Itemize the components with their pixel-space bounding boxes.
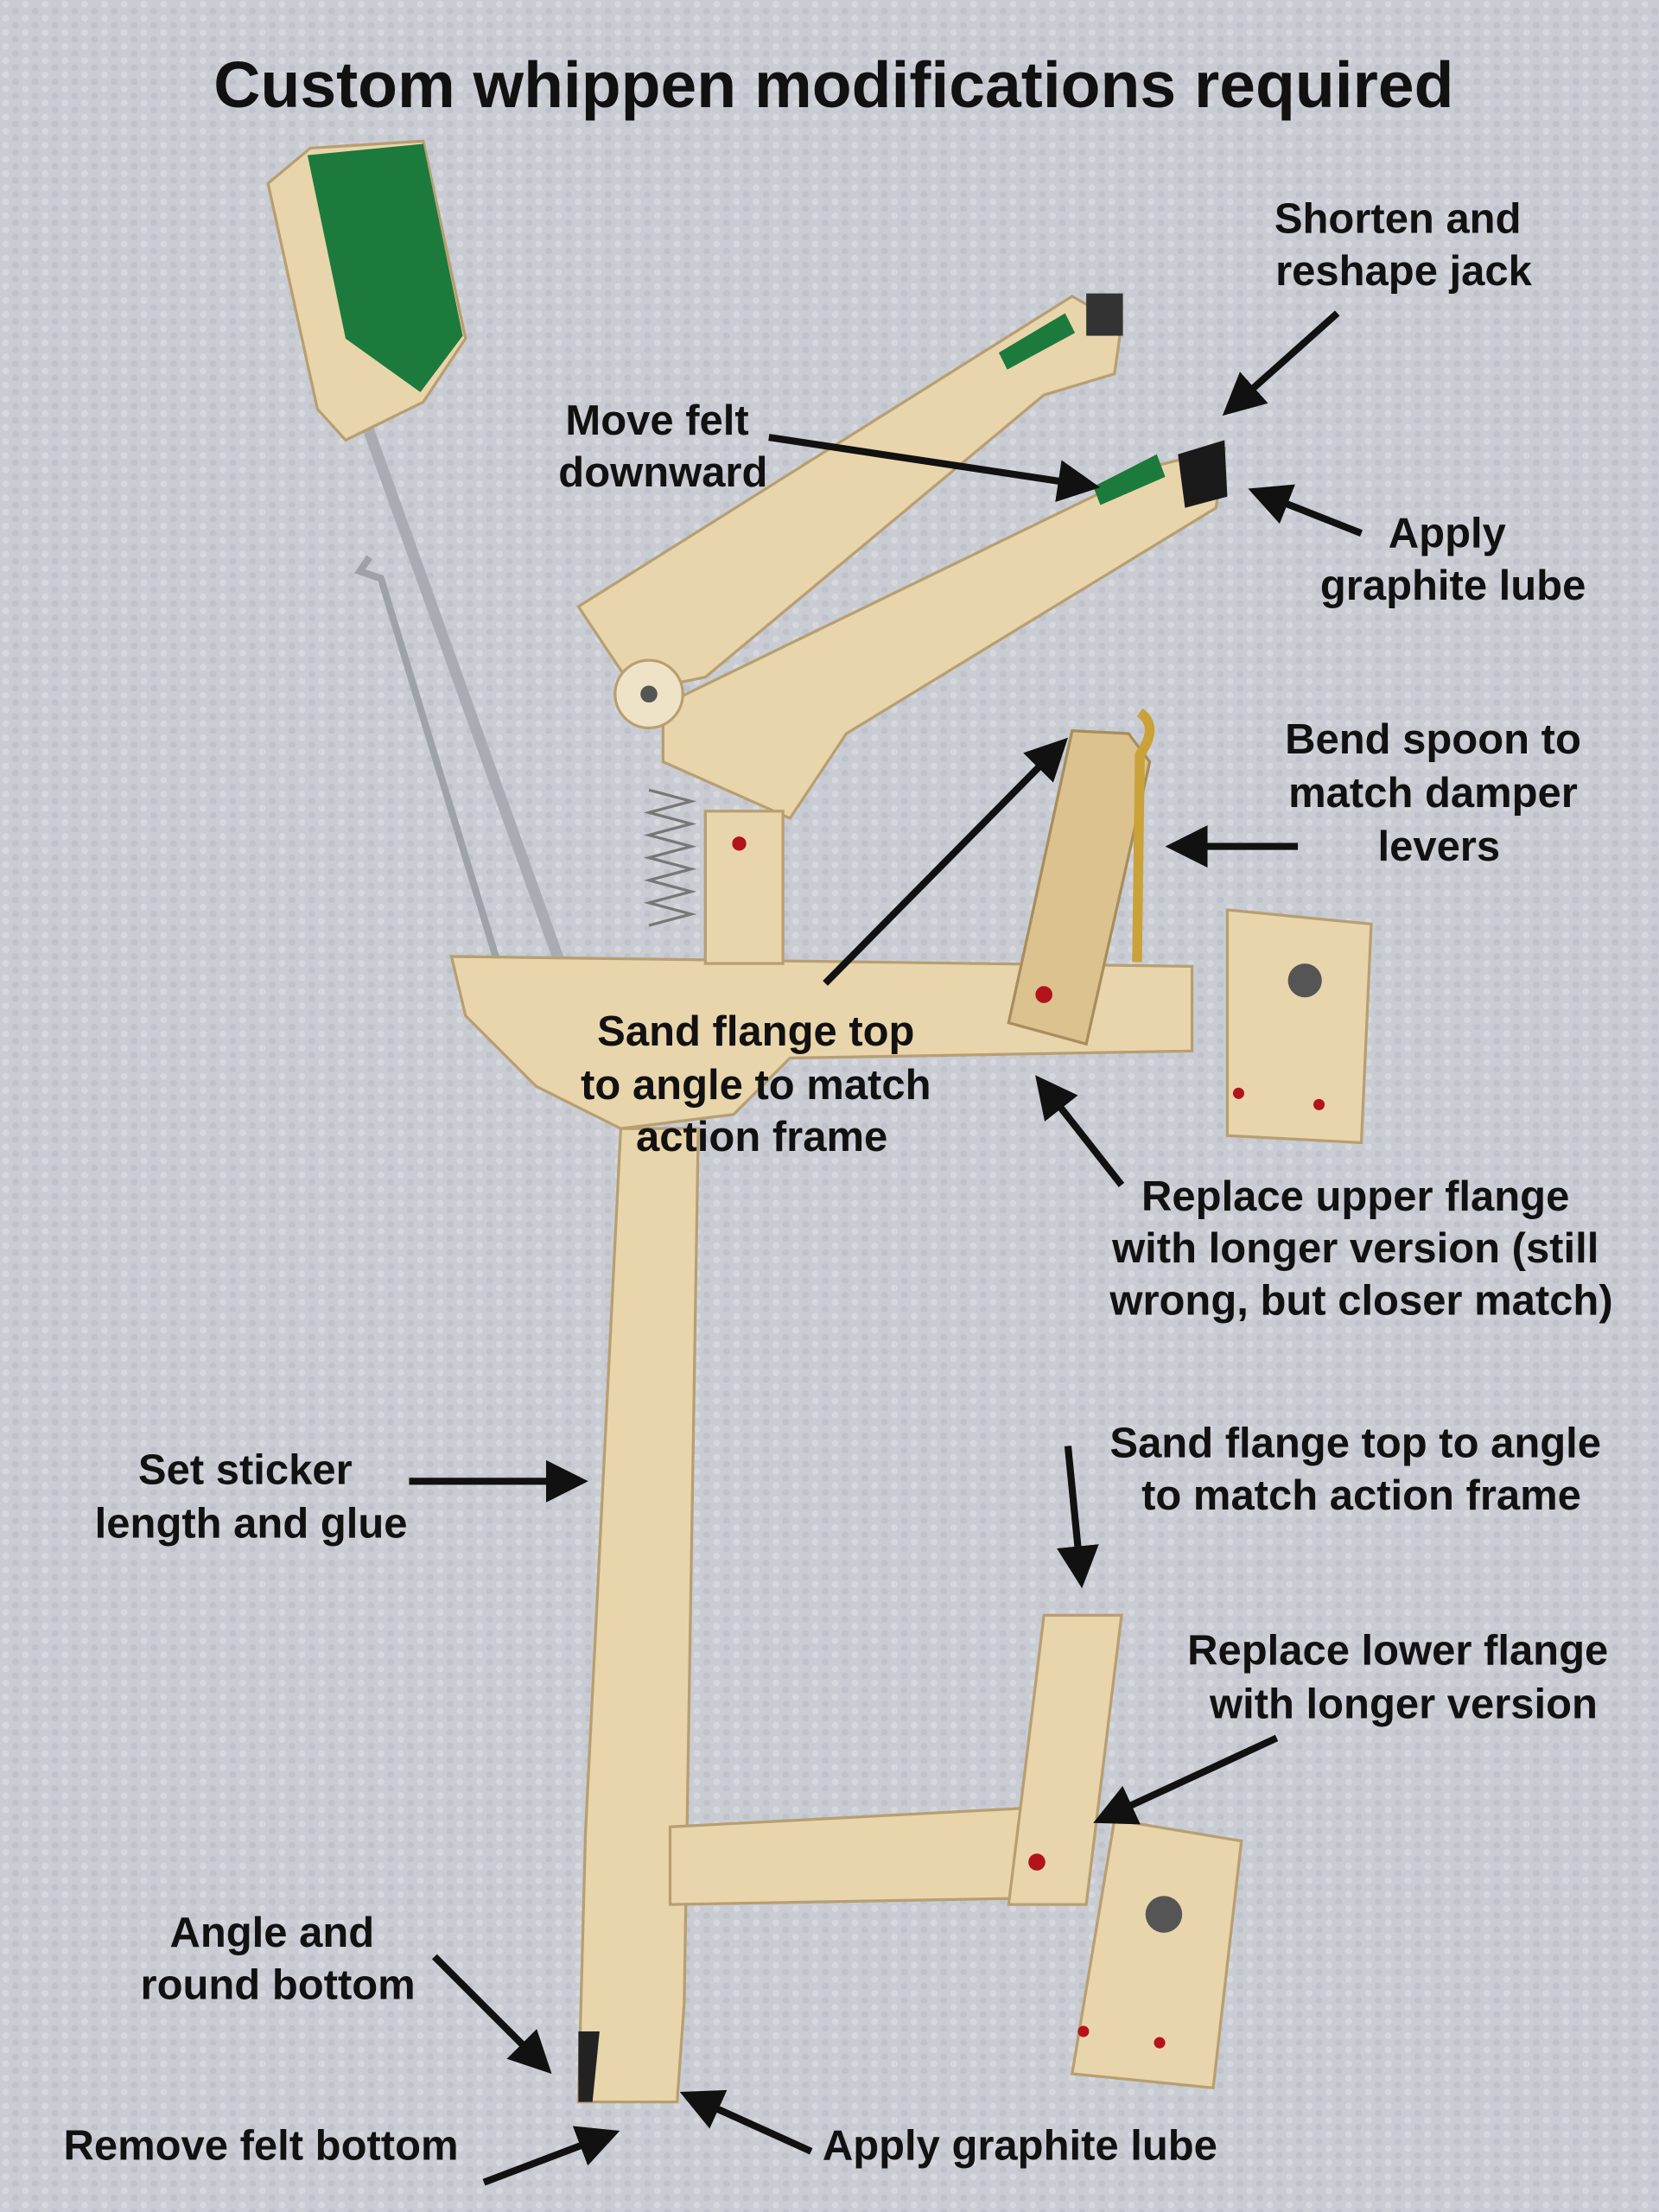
label-replace-lower: Replace lower flange with longer version <box>1187 1628 1620 1728</box>
upper-flange <box>1007 729 1152 1046</box>
hammer-shank-rod <box>355 407 564 962</box>
hammer-felt <box>307 143 463 392</box>
label-felt-bottom: Remove felt bottom <box>63 2123 458 2170</box>
annotation-arrows <box>409 310 1363 2186</box>
wire-hook <box>353 555 500 961</box>
jack-graphite-tip <box>1178 440 1228 508</box>
label-jack: Shorten and reshape jack <box>1274 195 1533 294</box>
arrow-replace-upper <box>1035 1075 1125 1187</box>
upper-tip <box>1086 293 1123 336</box>
label-lube-bottom: Apply graphite lube <box>823 2123 1217 2170</box>
sticker <box>576 1127 700 2104</box>
whippen-assembly <box>266 139 1373 2104</box>
label-lube-top: Apply graphite lube <box>1320 510 1586 608</box>
arrow-felt-bottom <box>482 2126 620 2186</box>
spoon <box>1132 708 1155 963</box>
arrow-lube-bottom <box>679 2089 813 2155</box>
label-sand-upper: Sand flange top to angle to match action… <box>581 1008 943 1160</box>
lower-flange <box>1007 1613 1123 1906</box>
label-replace-upper: Replace upper flange with longer version… <box>1109 1173 1612 1325</box>
jack-flange <box>703 810 785 965</box>
jack-felt <box>1093 454 1166 505</box>
label-sticker: Set sticker length and glue <box>95 1447 408 1548</box>
label-angle-bottom: Angle and round bottom <box>141 1910 416 2008</box>
arrow-felt <box>768 434 1101 502</box>
arrow-lube-top <box>1248 484 1363 537</box>
arrow-jack <box>1222 310 1340 416</box>
jack <box>661 447 1227 820</box>
arrow-sand-lower <box>1057 1446 1099 1589</box>
whippen-body <box>449 955 1194 1130</box>
arrow-angle-bottom <box>431 1954 552 2075</box>
label-sand-lower: Sand flange top to angle to match action… <box>1109 1421 1612 1519</box>
upper-flange-block <box>1225 908 1373 1145</box>
upper-felt <box>998 313 1076 370</box>
arrow-replace-lower <box>1093 1734 1279 1825</box>
label-felt: Move felt downward <box>558 397 767 496</box>
arrow-sand-upper <box>823 737 1068 986</box>
spring <box>643 788 697 927</box>
label-spoon: Bend spoon to match damper levers <box>1285 716 1592 870</box>
lower-flange-block <box>1070 1818 1243 2090</box>
page-title: Custom whippen modifications required <box>213 48 1453 121</box>
